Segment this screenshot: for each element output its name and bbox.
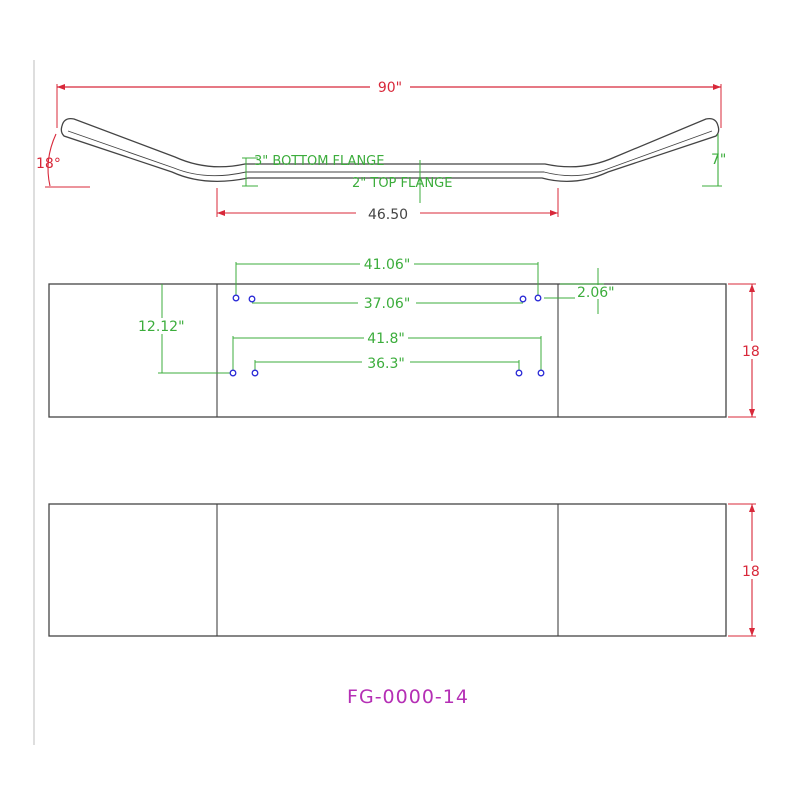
angle-arc (47, 133, 57, 187)
top-flange-label: 2" TOP FLANGE (352, 176, 452, 191)
outer-span-top-label-bg (360, 256, 414, 272)
top-view-height-arrow-top (749, 284, 755, 292)
top-view-height-label: 18 (742, 344, 760, 360)
outer-span-bottom-label: 41.8" (367, 331, 405, 347)
mounting-hole (248, 295, 256, 303)
bottom-flange-label: 3" BOTTOM FLANGE (254, 154, 384, 169)
bumper-profile-top-edge (61, 118, 719, 168)
bumper-profile-inner-line (67, 130, 713, 177)
mounting-hole (251, 369, 259, 377)
edge-offset-label: 2.06" (577, 285, 615, 301)
bottom-view: 18 (48, 503, 764, 637)
row-spacing-label: 12.12" (138, 319, 185, 335)
mounting-hole (537, 369, 545, 377)
overall-width-arrow-right (713, 84, 721, 90)
mounting-hole (515, 369, 523, 377)
inner-span-top-label-bg (358, 295, 416, 311)
mounting-hole (519, 295, 527, 303)
bottom-view-height-label-bg (740, 561, 764, 579)
end-angle-label: 18° (36, 156, 61, 172)
inner-span-bottom-label: 36.3" (367, 356, 405, 372)
top-view-height-label-bg (740, 341, 764, 359)
bottom-view-height-arrow-bottom (749, 628, 755, 636)
top-view-height-arrow-bottom (749, 409, 755, 417)
mounting-hole (232, 294, 240, 302)
end-height-label: 7" (711, 152, 726, 168)
center-width-arrow-left (217, 210, 225, 216)
bottom-view-height-label: 18 (742, 564, 760, 580)
inner-span-top-label: 37.06" (364, 296, 411, 312)
bumper-profile-bottom-edge (60, 125, 720, 182)
overall-width-label: 90" (378, 80, 402, 96)
top-view: 41.06" 37.06" 2.06" 12.12" 41.8" 36.3" (48, 256, 764, 418)
bottom-view-height-arrow-top (749, 504, 755, 512)
overall-width-label-bg (370, 79, 410, 95)
part-number-label: FG-0000-14 (347, 686, 469, 708)
bottom-view-outline (48, 503, 727, 637)
center-width-label: 46.50 (368, 207, 408, 223)
inner-span-bottom-label-bg (362, 354, 410, 370)
outer-span-bottom-label-bg (364, 330, 408, 346)
center-width-arrow-right (550, 210, 558, 216)
mounting-hole (534, 294, 542, 302)
row-spacing-label-bg (134, 318, 186, 334)
side-view: 90" 18° 7" 3" BOTTOM FLANGE 2" TOP FLANG… (36, 79, 726, 223)
top-view-outline (48, 283, 727, 418)
edge-offset-label-bg (575, 285, 619, 299)
mounting-hole (229, 369, 237, 377)
overall-width-arrow-left (57, 84, 65, 90)
outer-span-top-label: 41.06" (364, 257, 411, 273)
center-width-label-bg (356, 205, 420, 221)
